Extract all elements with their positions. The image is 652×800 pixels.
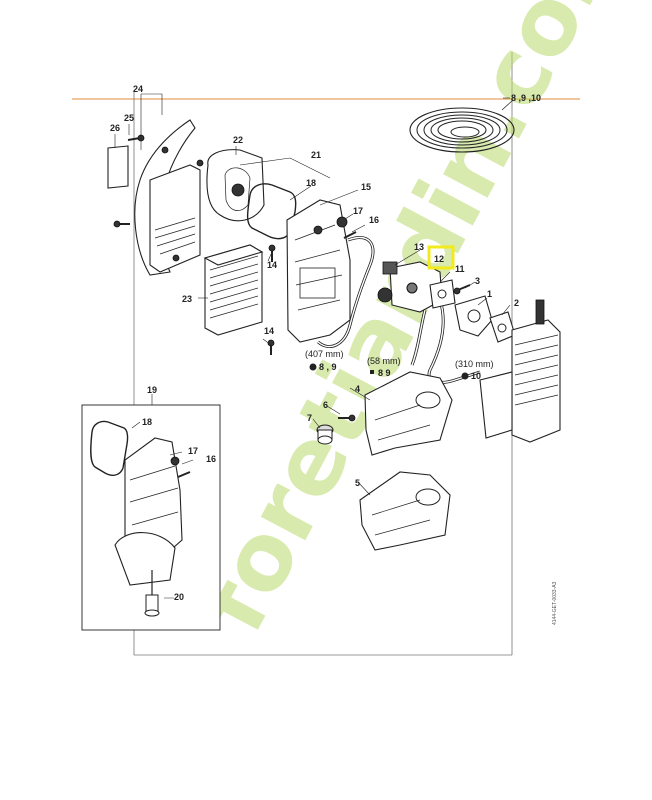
callout-8-9-10: 8 ,9 ,10 xyxy=(511,93,541,103)
callout-17-main: 17 xyxy=(353,206,363,216)
callout-4: 4 xyxy=(355,384,360,394)
note-310-ref: 10 xyxy=(461,371,481,381)
callout-24: 24 xyxy=(133,84,143,94)
fuel-line-coil xyxy=(409,99,515,153)
callout-3: 3 xyxy=(475,276,480,286)
gasket-part-2 xyxy=(489,311,516,343)
carburetor-part-12 xyxy=(377,261,443,313)
callout-18-main: 18 xyxy=(306,178,316,188)
svg-text:8 9: 8 9 xyxy=(378,368,391,378)
callout-16-inset: 16 xyxy=(206,454,216,464)
callout-5: 5 xyxy=(355,478,360,488)
callout-12: 12 xyxy=(434,254,444,264)
note-58-ref: 8 9 xyxy=(370,368,391,378)
svg-text:10: 10 xyxy=(471,371,481,381)
highlight-box xyxy=(427,245,455,270)
svg-text:8 , 9: 8 , 9 xyxy=(319,362,337,372)
note-407-ref: 8 , 9 xyxy=(309,362,337,372)
engine-cylinder xyxy=(479,299,561,443)
screw-part-3 xyxy=(453,284,471,295)
callout-14-top: 14 xyxy=(267,260,277,270)
label-part-26 xyxy=(107,145,129,189)
callout-23: 23 xyxy=(182,294,192,304)
plug-part-16 xyxy=(343,231,357,239)
fuel-hoses xyxy=(317,236,481,384)
shroud-part-24 xyxy=(134,119,201,276)
callout-19: 19 xyxy=(147,385,157,395)
gasket-part-11 xyxy=(429,279,456,309)
document-id: 4144-GET-0033-A3 xyxy=(552,581,558,625)
baffle-part-4 xyxy=(364,371,453,456)
callout-17-inset: 17 xyxy=(188,446,198,456)
leader-lines xyxy=(114,93,511,496)
callout-7: 7 xyxy=(307,413,312,423)
flange-part-1 xyxy=(454,295,493,337)
screw-part-6 xyxy=(338,414,356,422)
air-filter-part-23 xyxy=(203,244,264,336)
callout-1: 1 xyxy=(487,289,492,299)
inset-part-19 xyxy=(81,394,221,631)
callout-13: 13 xyxy=(414,242,424,252)
callout-2: 2 xyxy=(514,298,519,308)
callout-20: 20 xyxy=(174,592,184,602)
callout-16-main: 16 xyxy=(369,215,379,225)
screw-part-14-bottom xyxy=(267,339,275,355)
note-407mm: (407 mm) xyxy=(305,349,344,359)
callout-26: 26 xyxy=(110,123,120,133)
callout-18-inset: 18 xyxy=(142,417,152,427)
note-310mm: (310 mm) xyxy=(455,359,494,369)
callout-14-bottom: 14 xyxy=(264,326,274,336)
callout-22: 22 xyxy=(233,135,243,145)
knob-part-7 xyxy=(316,424,334,445)
callout-15: 15 xyxy=(361,182,371,192)
callout-21: 21 xyxy=(311,150,321,160)
screw-left xyxy=(113,220,130,228)
callout-6: 6 xyxy=(323,400,328,410)
screw-part-25 xyxy=(127,134,145,142)
nut-part-17 xyxy=(336,216,348,228)
note-58mm: (58 mm) xyxy=(367,356,401,366)
filter-cover-part-22 xyxy=(196,149,265,222)
baffle-part-5 xyxy=(359,471,451,551)
callout-11: 11 xyxy=(455,264,465,274)
callout-25: 25 xyxy=(124,113,134,123)
